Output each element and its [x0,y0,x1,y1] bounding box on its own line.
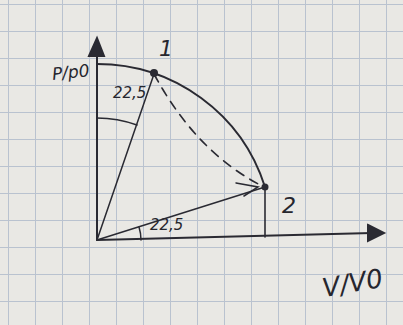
axis-label: V/V0 [320,265,384,301]
axis-label: P/p0 [51,62,90,83]
point-number: 1 [159,38,173,60]
dash-arrow [236,183,258,196]
angle-value: 22,5 [113,86,146,101]
pressure-axis [96,46,98,240]
axis-arrow [89,38,104,56]
ray-to-1 [97,74,154,240]
ray-to-2 [97,187,265,240]
volume-axis [97,233,372,240]
state-point [150,69,158,77]
drop-line [264,187,266,237]
angle-arc [139,227,141,240]
point-number: 2 [282,195,296,217]
state-point [262,184,269,191]
axis-arrow [368,225,384,241]
angle-value: 22,5 [150,218,183,233]
dashed-process [154,74,262,186]
angle-arc [97,118,137,125]
